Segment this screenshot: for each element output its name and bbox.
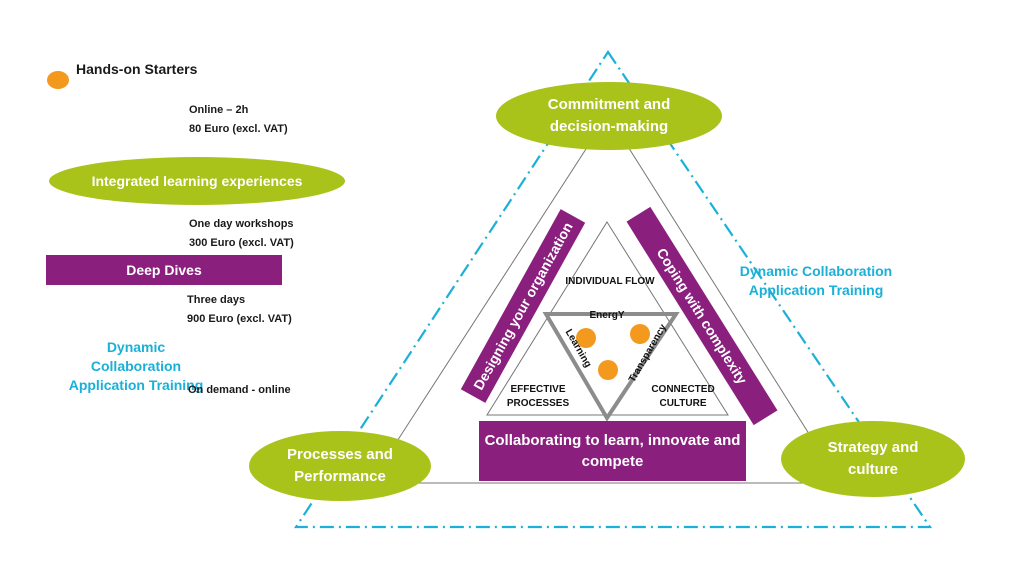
starters-label: Hands-on Starters <box>76 61 198 77</box>
top-oval: Commitment and decision-making <box>496 82 722 150</box>
connected-culture-label: CONNECTED CULTURE <box>648 383 718 411</box>
starters-dot <box>47 71 69 89</box>
energy-dot-right <box>630 324 650 344</box>
left-oval: Processes and Performance <box>249 431 431 501</box>
deepdives-duration: Three days <box>187 294 246 306</box>
dcat-diagram-line1: Dynamic Collaboration <box>739 263 893 279</box>
right-oval-line1: Strategy and <box>827 439 919 456</box>
dcat-diagram-label: Dynamic Collaboration Application Traini… <box>737 262 895 300</box>
energy-dot-bottom <box>598 360 618 380</box>
deepdives-bar: Deep Dives <box>46 255 282 285</box>
energy-triangle <box>542 312 680 422</box>
integrated-duration: One day workshops <box>189 218 294 230</box>
deepdives-cost: 900 Euro (excl. VAT) <box>187 313 292 325</box>
connected-line1: CONNECTED <box>651 384 715 395</box>
collaborating-bar: Collaborating to learn, innovate and com… <box>479 421 746 481</box>
effective-line1: EFFECTIVE <box>510 384 566 395</box>
top-oval-line1: Commitment and <box>547 96 671 113</box>
dcat-legend-line2: Application Training <box>68 377 204 393</box>
effective-processes-label: EFFECTIVE PROCESSES <box>503 383 573 411</box>
integrated-oval: Integrated learning experiences <box>49 157 345 205</box>
dcat-diagram-line2: Application Training <box>748 282 884 298</box>
left-oval-line2: Performance <box>294 468 386 485</box>
deepdives-price: Three days 900 Euro (excl. VAT) <box>187 291 292 329</box>
collaborating-line1: Collaborating to learn, innovate and <box>484 432 741 449</box>
effective-line2: PROCESSES <box>506 398 570 409</box>
energy-label: EnergY <box>589 310 625 321</box>
dcat-legend-label: Dynamic Collaboration Application Traini… <box>60 338 212 395</box>
collaborating-line2: compete <box>581 453 644 470</box>
right-oval-line2: culture <box>847 461 898 478</box>
left-oval-line1: Processes and <box>287 446 393 463</box>
dcat-legend-line1: Dynamic Collaboration <box>90 339 182 374</box>
integrated-price: One day workshops 300 Euro (excl. VAT) <box>189 215 294 253</box>
individual-flow-label: INDIVIDUAL FLOW <box>565 276 655 287</box>
connected-line2: CULTURE <box>659 398 707 409</box>
dcat-note: On demand - online <box>188 384 291 396</box>
right-oval: Strategy and culture <box>781 421 965 497</box>
starters-price: Online – 2h 80 Euro (excl. VAT) <box>189 101 288 139</box>
integrated-cost: 300 Euro (excl. VAT) <box>189 237 294 249</box>
energy-dot-left <box>576 328 596 348</box>
starters-cost: 80 Euro (excl. VAT) <box>189 123 288 135</box>
deepdives-label: Deep Dives <box>126 262 202 278</box>
middle-triangle <box>369 114 841 484</box>
outer-dashed-triangle <box>293 50 933 529</box>
starters-duration: Online – 2h <box>189 104 249 116</box>
integrated-label: Integrated learning experiences <box>91 173 303 189</box>
top-oval-line2: decision-making <box>549 118 669 135</box>
